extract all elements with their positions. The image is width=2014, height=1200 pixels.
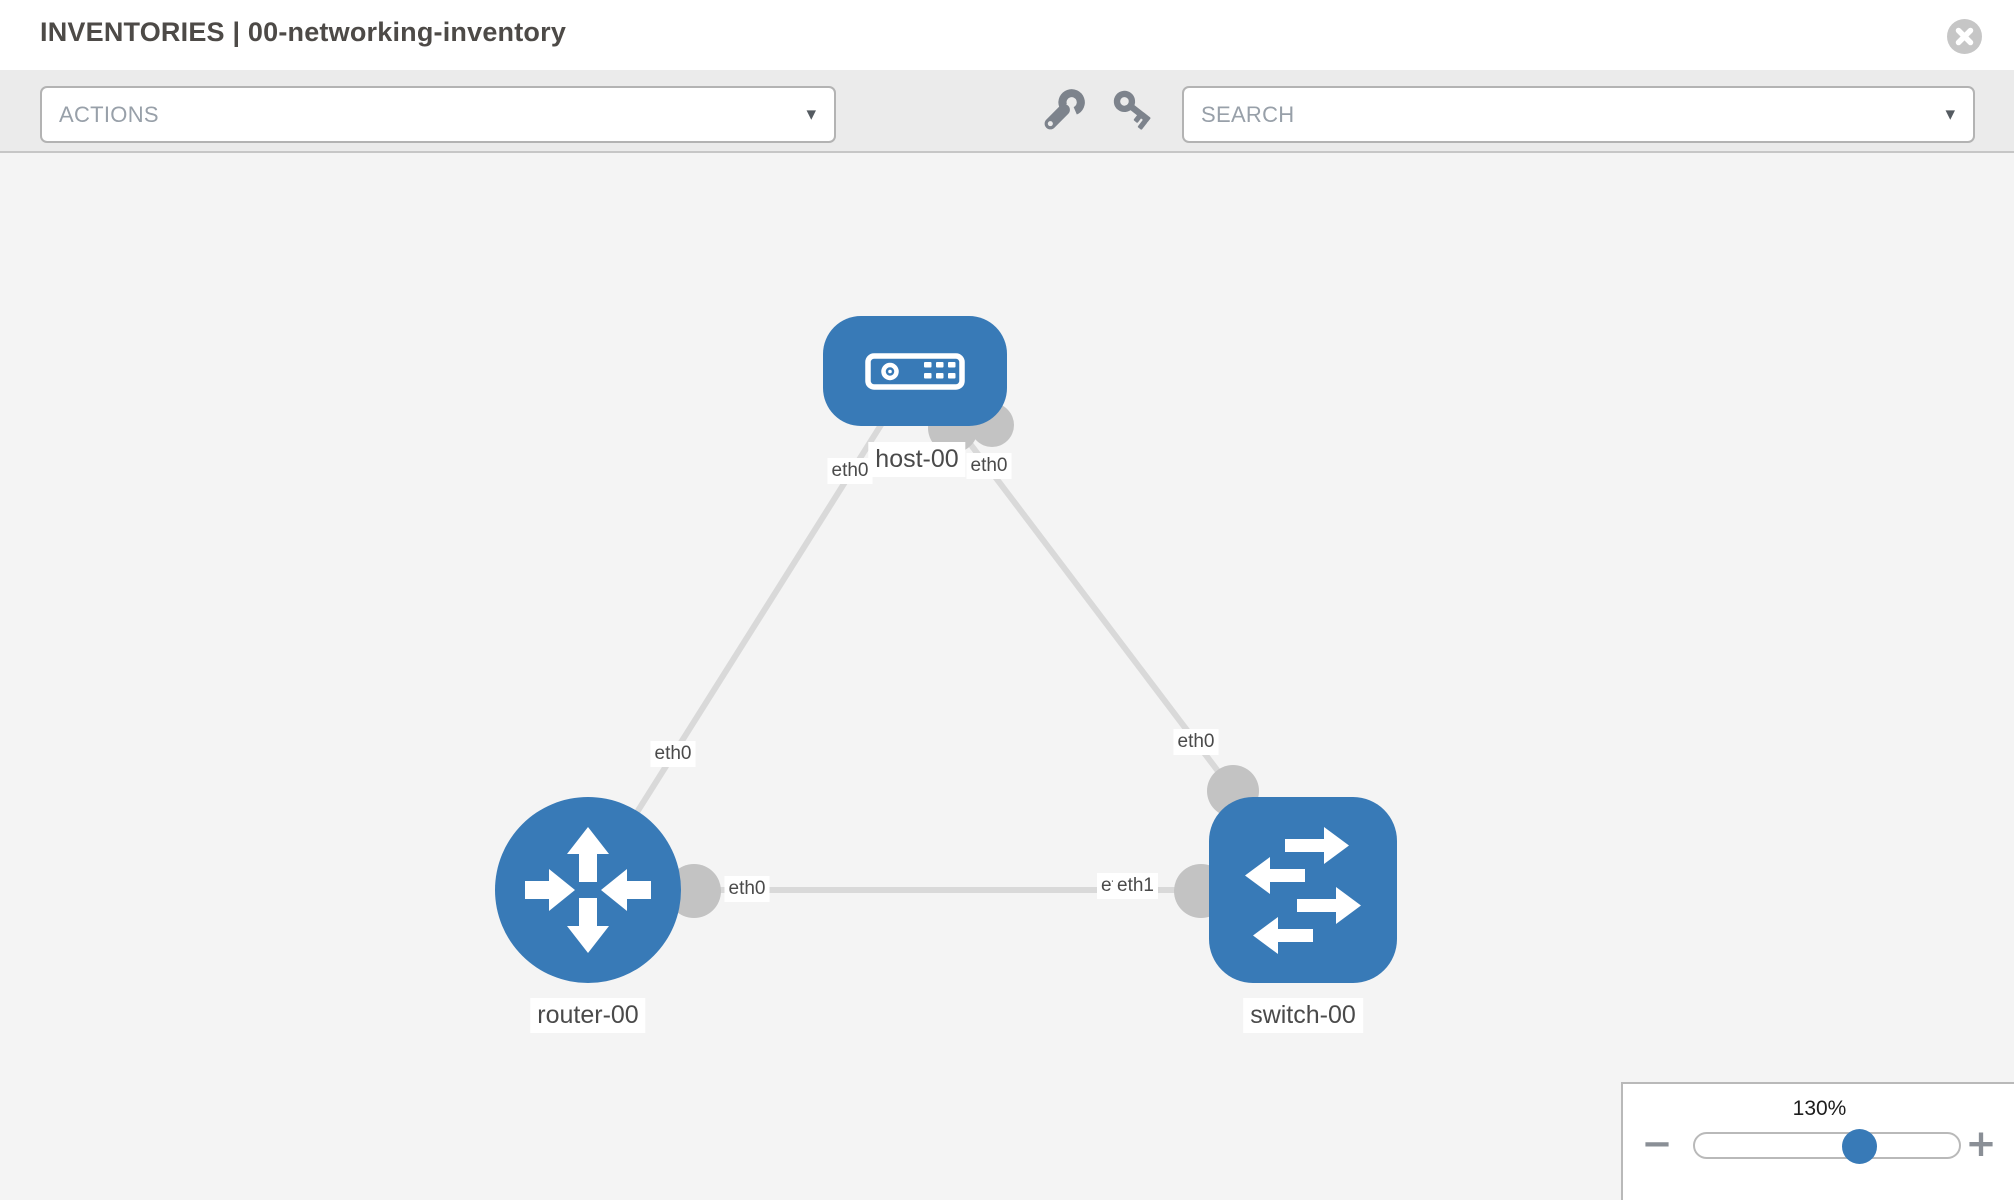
interface-dot-router-right[interactable] <box>667 864 721 918</box>
if-label-switch-to-host: eth0 <box>1173 729 1219 755</box>
wrench-icon <box>1044 89 1085 130</box>
router-icon <box>525 827 651 953</box>
node-label-router: router-00 <box>530 998 646 1033</box>
if-label-router-to-switch: eth0 <box>724 876 770 902</box>
close-icon <box>1955 27 1974 46</box>
if-label-host-to-switch: eth0 <box>966 453 1012 479</box>
node-label-host: host-00 <box>868 442 966 477</box>
node-label-switch: switch-00 <box>1243 998 1363 1033</box>
node-router-00[interactable] <box>495 797 681 983</box>
zoom-in-button[interactable]: + <box>1959 1120 2003 1168</box>
toolbox-button[interactable] <box>1040 88 1086 134</box>
if-label-switch-eth1-over: eth1 <box>1113 873 1158 899</box>
chevron-down-icon: ▾ <box>1945 104 1955 125</box>
actions-dropdown-label: ACTIONS <box>59 101 159 127</box>
search-dropdown-label: SEARCH <box>1201 101 1295 127</box>
search-dropdown[interactable]: SEARCH ▾ <box>1182 86 1975 143</box>
zoom-out-button[interactable]: − <box>1635 1120 1679 1168</box>
tool-icon-group <box>1040 84 1180 138</box>
zoom-slider-track[interactable] <box>1693 1129 1961 1164</box>
topology-canvas[interactable]: host-00 router-00 switch-00 eth0 eth0 et… <box>0 153 2014 1200</box>
node-host-00[interactable] <box>823 316 1007 426</box>
link-host-router[interactable] <box>585 369 918 892</box>
key-button[interactable] <box>1110 88 1156 134</box>
switch-icon <box>1245 827 1361 954</box>
window-titlebar: INVENTORIES | 00-networking-inventory <box>0 0 2014 70</box>
host-icon <box>865 353 965 390</box>
node-switch-00[interactable] <box>1209 797 1397 983</box>
zoom-level-value: 130% <box>1792 1097 1847 1120</box>
toolbar: ACTIONS ▾ SEARCH ▾ <box>0 70 2014 153</box>
if-label-host-to-router: eth0 <box>827 458 873 484</box>
chevron-down-icon: ▾ <box>806 104 816 125</box>
zoom-slider-knob[interactable] <box>1842 1129 1877 1164</box>
close-button[interactable] <box>1947 19 1982 54</box>
if-label-router-to-host: eth0 <box>650 741 696 767</box>
key-icon <box>1113 90 1151 130</box>
actions-dropdown[interactable]: ACTIONS ▾ <box>40 86 836 143</box>
zoom-panel: 130% − + <box>1621 1082 2014 1200</box>
page-title: INVENTORIES | 00-networking-inventory <box>40 17 567 47</box>
